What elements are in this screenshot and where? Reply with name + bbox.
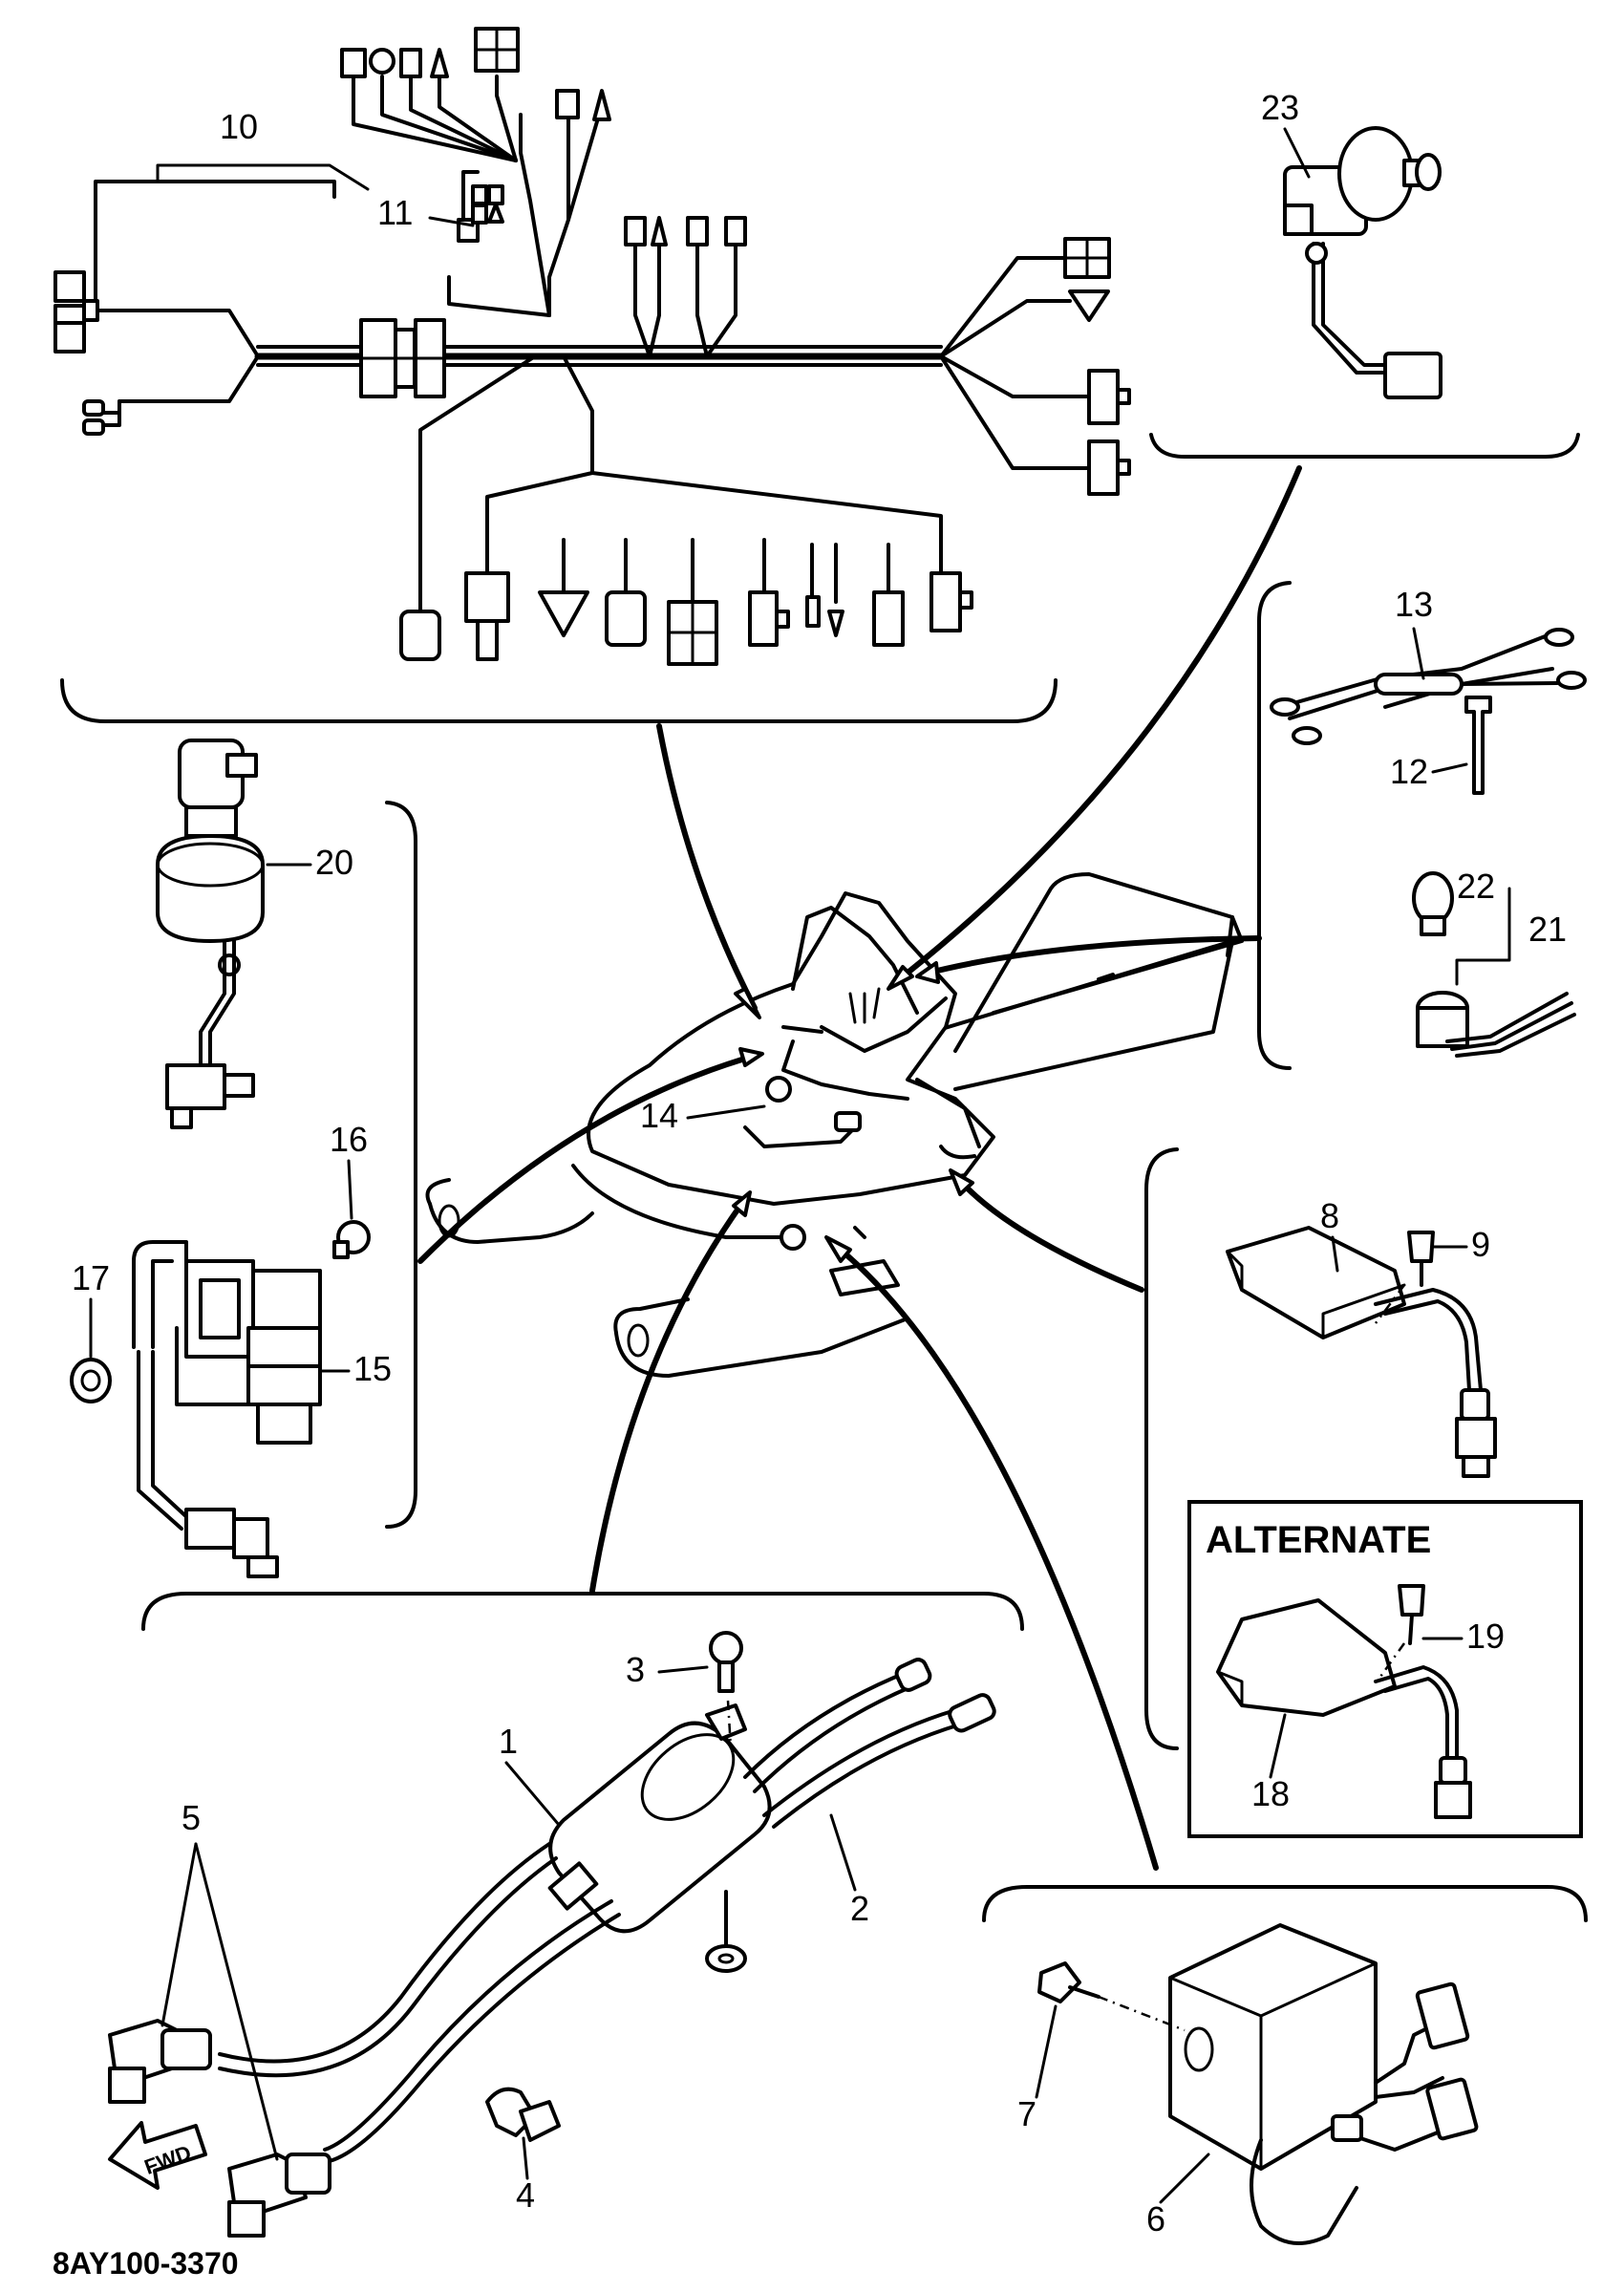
- callout-21: 21: [1528, 910, 1567, 949]
- harness-group-bracket: [60, 678, 1058, 723]
- cdi-bracket: [982, 1885, 1588, 1922]
- part-23-bracket: [1149, 433, 1580, 459]
- callout-10: 10: [220, 107, 258, 146]
- callout-3: 3: [626, 1650, 645, 1689]
- parts-8-9-18-19-group: 8 9 ALTERNATE 19 18: [1144, 1147, 1583, 1838]
- right-lower-bracket: [1144, 1147, 1179, 1750]
- callout-14: 14: [640, 1096, 678, 1135]
- right-middle-bracket: [1257, 581, 1292, 1070]
- diagram-code: 8AY100-3370: [53, 2246, 239, 2281]
- callout-2: 2: [850, 1889, 869, 1928]
- callout-12: 12: [1390, 752, 1428, 791]
- leader-lines: [417, 465, 1302, 1871]
- left-middle-bracket: [385, 801, 417, 1529]
- callout-6: 6: [1146, 2199, 1165, 2238]
- parts-12-13-21-22-group: 13 12 22 21: [1257, 581, 1587, 1070]
- callout-18: 18: [1251, 1774, 1290, 1813]
- callout-19: 19: [1466, 1617, 1505, 1656]
- callout-20: 20: [315, 843, 353, 882]
- callout-13: 13: [1395, 585, 1433, 624]
- callout-7: 7: [1017, 2094, 1036, 2133]
- parts-6-7-group: 7 6: [982, 1885, 1588, 2245]
- callout-15: 15: [353, 1349, 392, 1388]
- callout-17: 17: [72, 1258, 110, 1297]
- alternate-box: [1187, 1500, 1583, 1838]
- alternate-label: ALTERNATE: [1206, 1519, 1431, 1561]
- callout-11: 11: [377, 193, 413, 232]
- parts-15-16-17-20-group: 20 16 17 15: [70, 739, 417, 1578]
- callout-5: 5: [182, 1798, 201, 1837]
- parts-1-5-group: FWD 1 2 3 4 5: [108, 1592, 1024, 2238]
- wire-harness-group: 10 11: [53, 27, 1131, 723]
- part-23-group: 23: [1149, 88, 1580, 459]
- callout-22: 22: [1457, 867, 1495, 906]
- callout-9: 9: [1471, 1225, 1490, 1264]
- callout-1: 1: [499, 1722, 518, 1761]
- callout-4: 4: [516, 2175, 535, 2215]
- callout-8: 8: [1320, 1196, 1339, 1235]
- ignition-coil-bracket: [141, 1592, 1024, 1631]
- snowmobile-body: 14: [425, 872, 1244, 1378]
- callout-23: 23: [1261, 88, 1299, 127]
- callout-16: 16: [330, 1120, 368, 1159]
